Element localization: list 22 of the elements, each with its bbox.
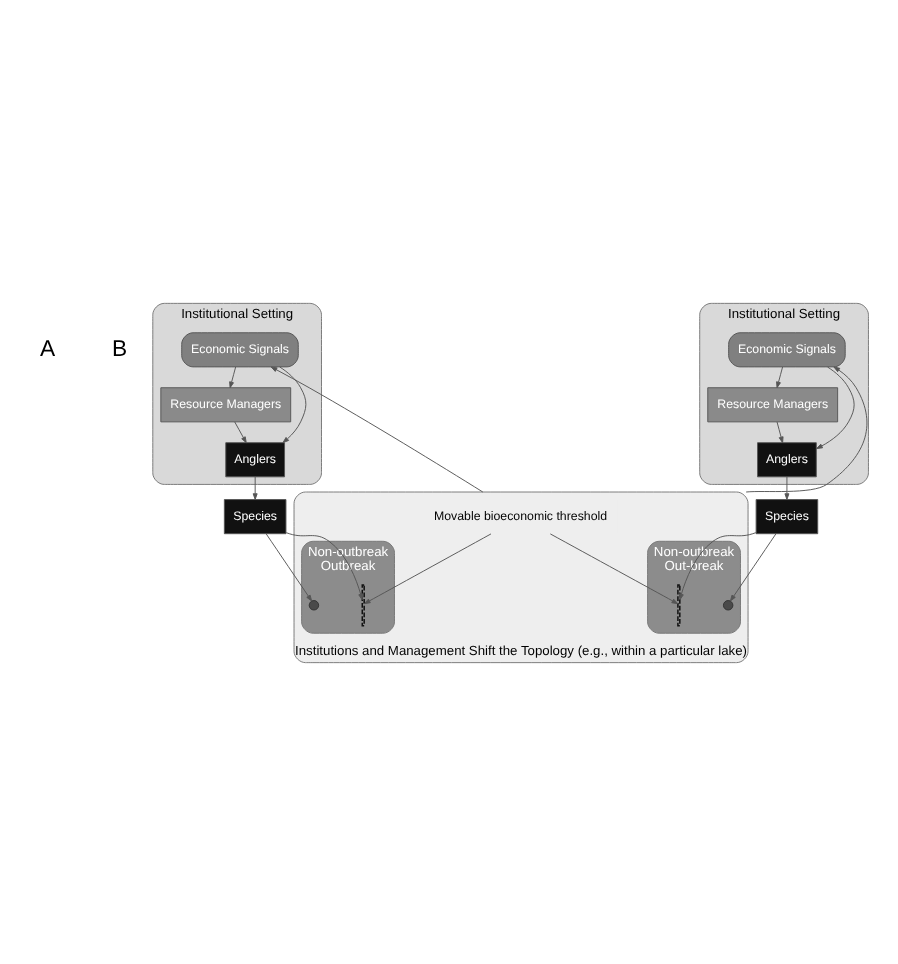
arrow xyxy=(270,365,484,492)
arrow xyxy=(729,532,777,601)
arrow xyxy=(363,532,492,604)
arrow xyxy=(678,531,757,600)
arrow xyxy=(285,531,364,600)
node-line xyxy=(361,583,365,626)
node-circle xyxy=(722,599,734,610)
label: B xyxy=(112,336,128,361)
arrow xyxy=(784,475,790,499)
arrow xyxy=(776,420,784,443)
arrow xyxy=(229,365,237,388)
arrow xyxy=(745,365,868,492)
arrow xyxy=(816,365,855,449)
node-circle xyxy=(308,599,320,610)
label: A xyxy=(39,336,56,361)
arrow xyxy=(279,365,307,443)
arrow xyxy=(549,532,679,604)
arrow xyxy=(252,475,258,499)
arrow xyxy=(234,420,247,443)
node-line xyxy=(677,583,681,626)
arrow xyxy=(265,532,313,601)
arrow xyxy=(776,365,784,388)
